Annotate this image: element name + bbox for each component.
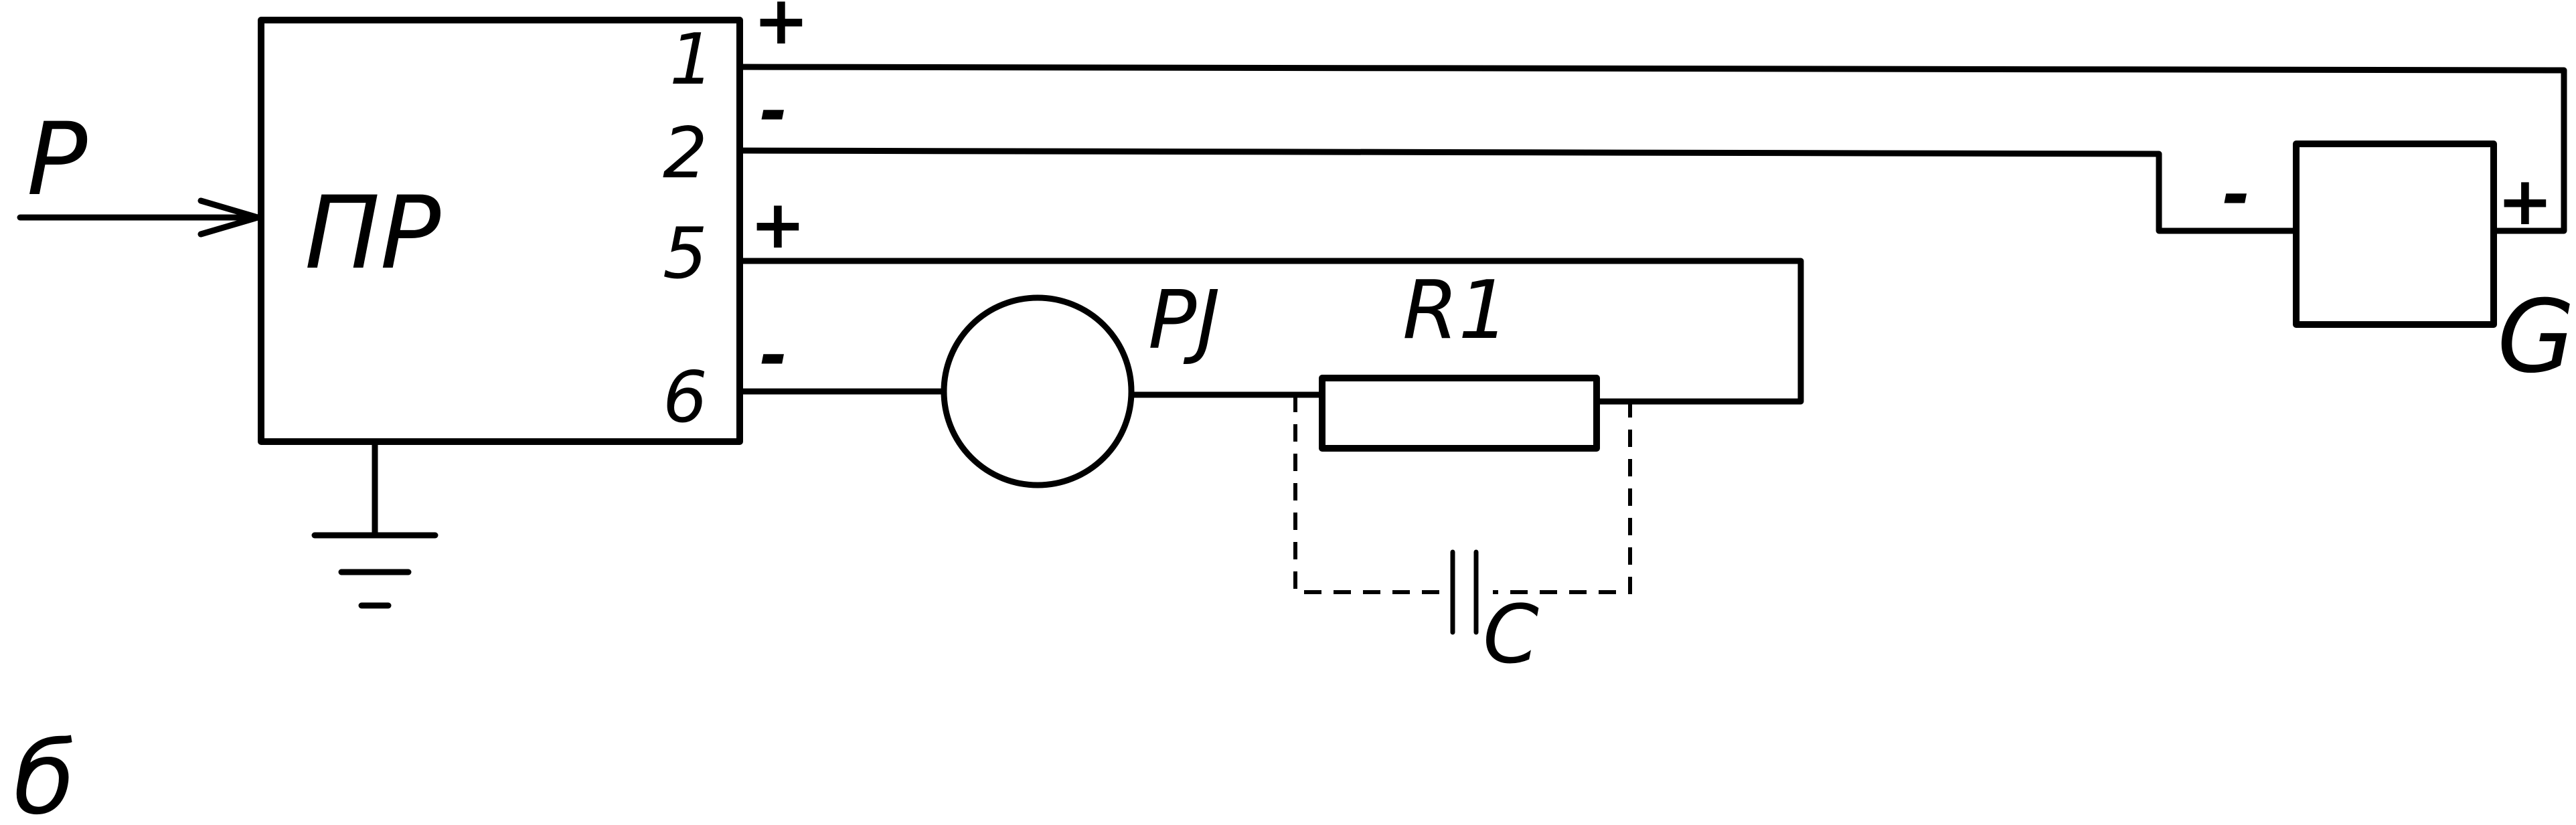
- converter-label: ПР: [305, 175, 441, 292]
- wire-terminal-5: [736, 258, 1804, 405]
- resistor-label: R1: [1402, 264, 1510, 357]
- ground-symbol: [311, 438, 438, 609]
- capacitor-symbol: [1439, 549, 1493, 635]
- terminal-6-number: 6: [663, 357, 708, 438]
- input-signal-label: P: [27, 102, 88, 218]
- capacitor-label: C: [1483, 589, 1539, 682]
- terminal-5-polarity: +: [750, 185, 806, 264]
- terminal-2-polarity: -: [760, 72, 788, 150]
- resistor-symbol: [1319, 375, 1600, 452]
- source-label: G: [2497, 279, 2575, 395]
- terminal-6-polarity: -: [760, 316, 788, 394]
- terminal-2-number: 2: [663, 112, 708, 194]
- source-block: [2293, 141, 2497, 328]
- terminal-1-polarity: +: [753, 0, 809, 60]
- wire-terminal-1: [736, 64, 2567, 234]
- source-negative-mark: -: [2223, 155, 2251, 234]
- source-positive-mark: +: [2497, 162, 2553, 240]
- terminal-1-number: 1: [669, 19, 714, 100]
- meter-symbol: [941, 294, 1135, 488]
- capacitor-branch: [1293, 395, 1632, 594]
- meter-label: PJ: [1148, 274, 1220, 367]
- converter-block: [258, 17, 743, 445]
- wire-terminal-2: [736, 147, 2300, 234]
- terminal-5-number: 5: [663, 213, 708, 294]
- figure-label: б: [13, 721, 76, 825]
